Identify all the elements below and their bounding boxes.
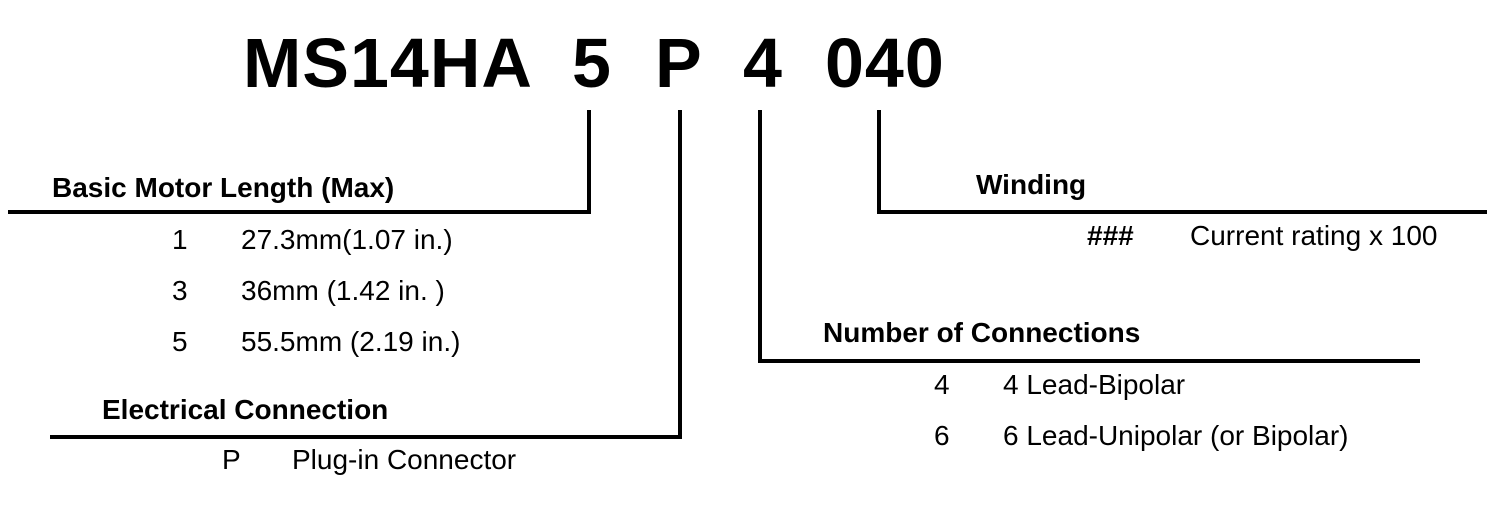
length-option-desc: 36mm (1.42 in. ) bbox=[241, 275, 445, 306]
length-option-code: 5 bbox=[172, 326, 188, 357]
winding-option-desc: Current rating x 100 bbox=[1190, 220, 1438, 251]
winding-leader-vertical bbox=[877, 110, 881, 214]
winding-title: Winding bbox=[976, 169, 1087, 200]
connection-leader-horizontal bbox=[50, 435, 682, 439]
length-option-code: 3 bbox=[172, 275, 188, 306]
length-leader-horizontal bbox=[8, 210, 591, 214]
winding-leader-horizontal bbox=[877, 210, 1487, 214]
part-connections-code: 4 bbox=[743, 24, 783, 102]
basic-motor-length-title: Basic Motor Length (Max) bbox=[52, 172, 395, 203]
part-series: MS14HA bbox=[243, 24, 533, 102]
connection-option-code: P bbox=[222, 444, 241, 475]
connections-option-desc: 6 Lead-Unipolar (or Bipolar) bbox=[1003, 420, 1349, 451]
number-of-connections-title: Number of Connections bbox=[823, 317, 1141, 348]
length-option-code: 1 bbox=[172, 224, 188, 255]
connections-leader-vertical bbox=[758, 110, 762, 363]
length-option-desc: 27.3mm(1.07 in.) bbox=[241, 224, 453, 255]
part-length-code: 5 bbox=[572, 24, 612, 102]
winding-option-code: ### bbox=[1087, 220, 1134, 251]
connections-option-code: 6 bbox=[934, 420, 950, 451]
electrical-connection-title: Electrical Connection bbox=[102, 394, 389, 425]
part-connection-code: P bbox=[655, 24, 703, 102]
connection-leader-vertical bbox=[678, 110, 682, 439]
part-winding-code: 040 bbox=[825, 24, 945, 102]
length-option-desc: 55.5mm (2.19 in.) bbox=[241, 326, 461, 357]
connections-option-code: 4 bbox=[934, 369, 950, 400]
connection-option-desc: Plug-in Connector bbox=[292, 444, 517, 475]
connections-option-desc: 4 Lead-Bipolar bbox=[1003, 369, 1186, 400]
length-leader-vertical bbox=[587, 110, 591, 214]
connections-leader-horizontal bbox=[758, 359, 1420, 363]
